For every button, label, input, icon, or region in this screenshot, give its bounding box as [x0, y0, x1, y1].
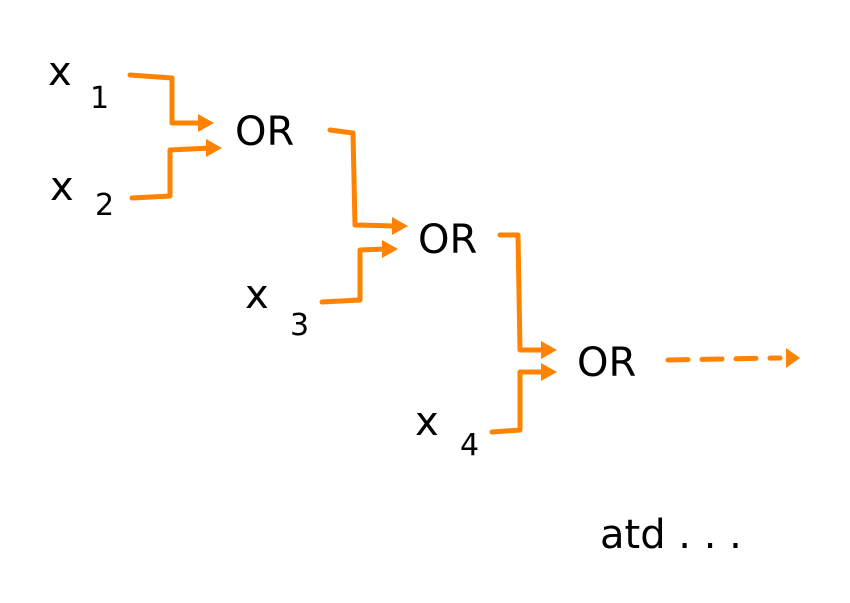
svg-text:x: x — [48, 49, 72, 95]
or-gate-2: OR — [418, 217, 477, 263]
arrowhead-icon — [541, 363, 557, 381]
input-x4: x 4 — [415, 399, 479, 463]
output-dashed-wire — [665, 355, 783, 363]
wire-x1-or1 — [127, 72, 203, 126]
arrowhead-icon — [786, 348, 800, 368]
arrowhead-icon — [392, 217, 408, 235]
wire-or2-or3 — [497, 232, 548, 353]
svg-text:x: x — [50, 164, 74, 210]
arrowhead-icon — [198, 114, 214, 132]
input-x2: x 2 — [50, 164, 114, 223]
svg-text:4: 4 — [460, 428, 479, 463]
footer-text: atd . . . — [600, 512, 742, 558]
svg-text:1: 1 — [90, 81, 109, 116]
arrowhead-icon — [382, 240, 398, 258]
arrowhead-icon — [206, 139, 222, 157]
or-gate-3: OR — [577, 340, 636, 386]
input-x1: x 1 — [48, 49, 109, 116]
arrowhead-icon — [541, 341, 557, 359]
svg-text:2: 2 — [95, 188, 114, 223]
input-x3: x 3 — [245, 272, 309, 343]
wire-x4-or3 — [489, 369, 548, 435]
svg-text:3: 3 — [290, 308, 309, 343]
or-gate-1: OR — [235, 109, 294, 155]
wire-or1-or2 — [327, 127, 398, 229]
svg-text:x: x — [245, 272, 269, 318]
svg-text:x: x — [415, 399, 439, 445]
wire-x2-or1 — [129, 145, 213, 201]
wire-x3-or2 — [319, 246, 388, 305]
